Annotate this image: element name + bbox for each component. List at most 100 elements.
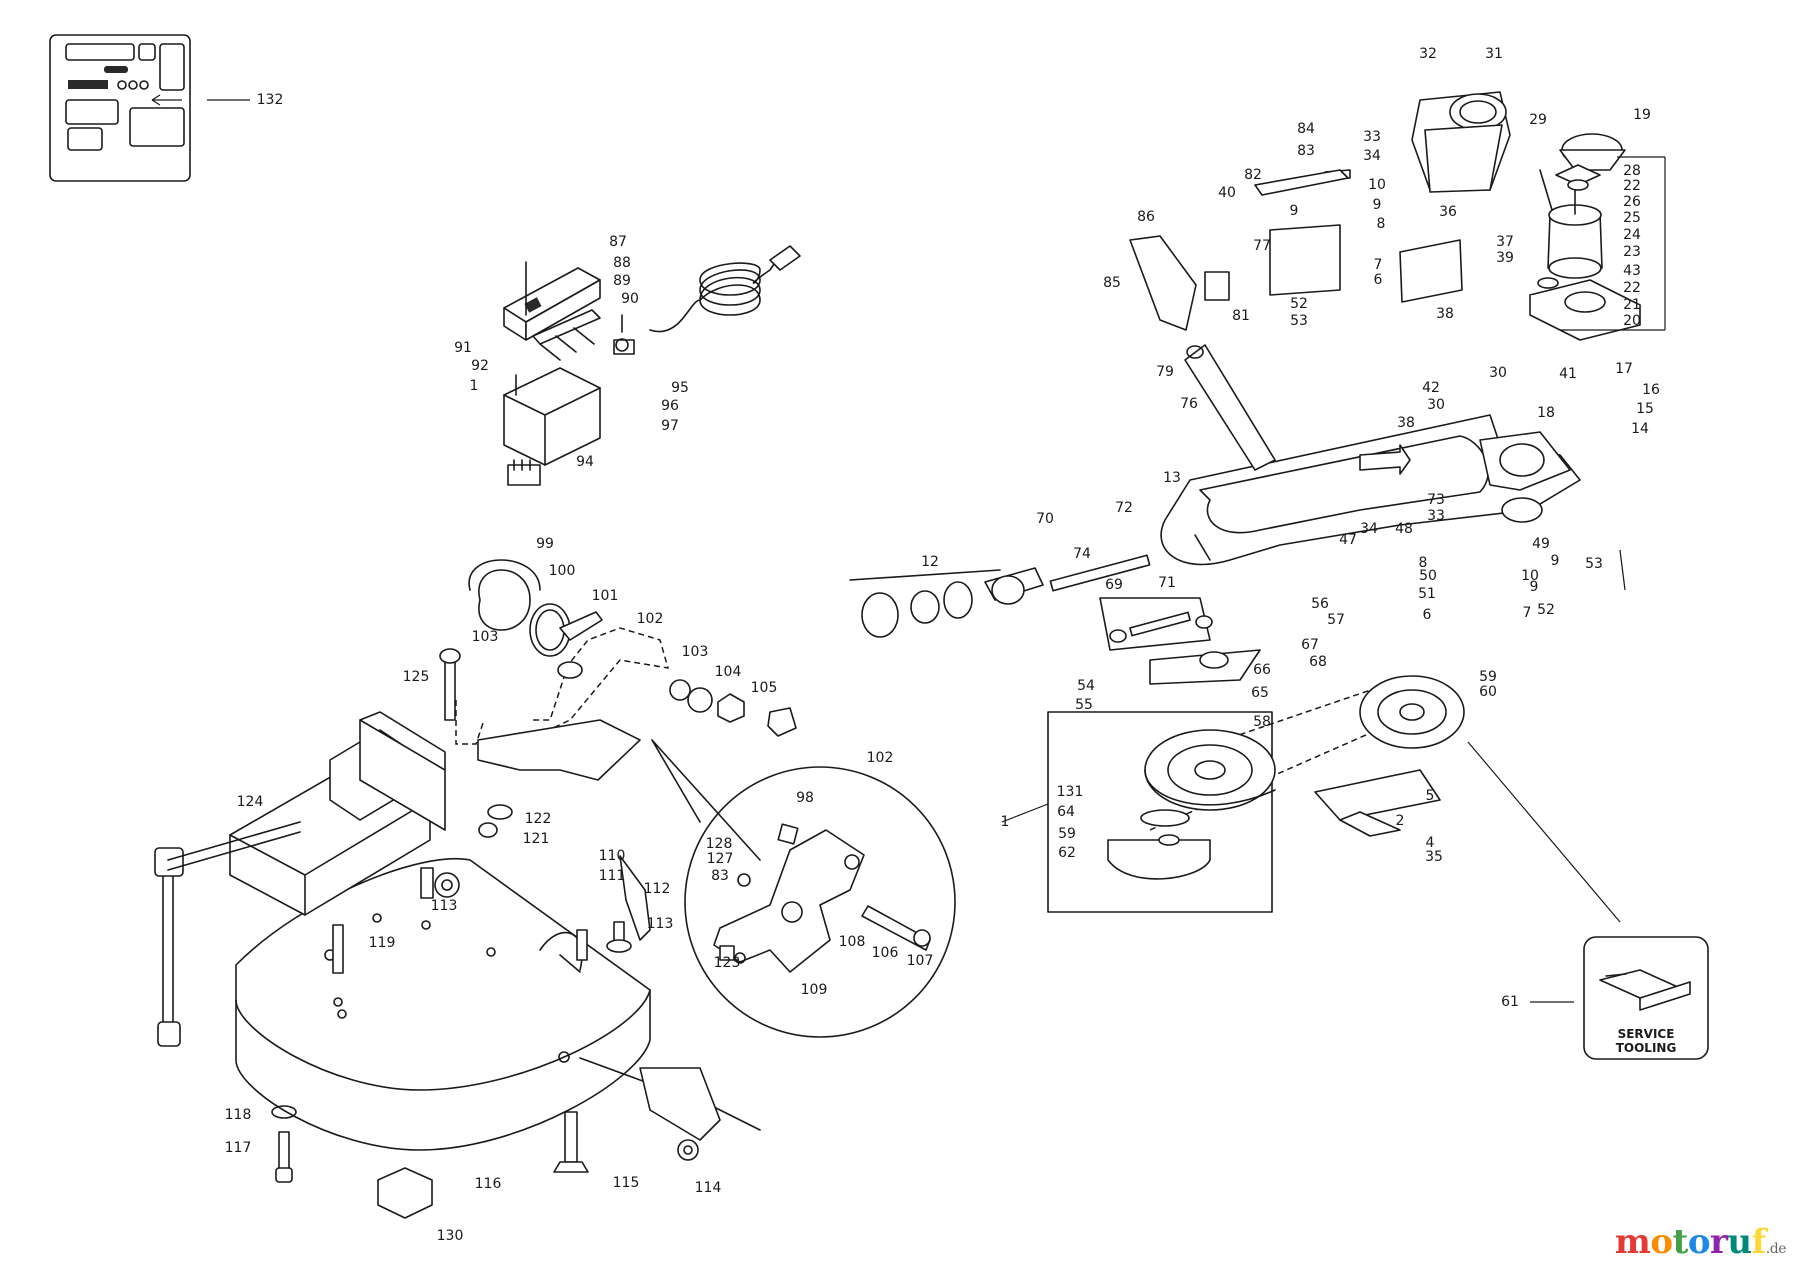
part-number-label: 113 [647,916,674,932]
part-number-label: 130 [437,1228,464,1244]
part-number-label: 99 [536,536,554,552]
part-number-label: 103 [682,644,709,660]
part-number-label: 47 [1339,532,1357,548]
part-number-label: 83 [711,868,729,884]
part-number-label: 9 [1551,553,1560,569]
part-number-label: 131 [1057,784,1084,800]
part-number-label: 14 [1631,421,1649,437]
part-number-label: 53 [1585,556,1603,572]
part-number-label: 22 [1623,280,1641,296]
part-number-label: 128 [706,836,733,852]
part-number-label: 29 [1529,112,1547,128]
switch-box-assembly [503,245,801,486]
part-number-label: 25 [1623,210,1641,226]
part-number-label: 21 [1623,297,1641,313]
part-number-label: 59 [1479,669,1497,685]
part-number-label: 115 [613,1175,640,1191]
part-number-label: 12 [921,554,939,570]
part-number-label: 32 [1419,46,1437,62]
leader-lines [207,99,1666,1003]
brand-letter: f [1751,1222,1767,1262]
part-number-label: 50 [1419,568,1437,584]
part-number-label: 116 [475,1176,502,1192]
part-number-label: 30 [1489,365,1507,381]
part-number-label: 35 [1425,849,1443,865]
part-number-label: 95 [671,380,689,396]
part-number-label: 65 [1251,685,1269,701]
part-number-label: 88 [613,255,631,271]
part-number-label: 125 [403,669,430,685]
part-number-label: 33 [1363,129,1381,145]
part-number-label: 96 [661,398,679,414]
label-sheet-panel [49,34,191,182]
part-number-label: 1 [1001,814,1010,830]
part-number-label: 69 [1105,577,1123,593]
part-number-label: 114 [695,1180,722,1196]
brand-suffix: .de [1765,1241,1787,1257]
part-number-label: 71 [1158,575,1176,591]
part-number-label: 86 [1137,209,1155,225]
pivot-arm-assembly [455,559,797,781]
part-number-label: 112 [644,881,671,897]
part-number-label: 52 [1537,602,1555,618]
part-number-label: 7 [1374,257,1383,273]
part-number-label: 54 [1077,678,1095,694]
part-number-label: 58 [1253,714,1271,730]
part-number-label: 24 [1623,227,1641,243]
part-number-label: 121 [523,831,550,847]
brand-letter: u [1727,1222,1752,1262]
brand-letter: m [1614,1222,1651,1262]
part-number-label: 102 [867,750,894,766]
part-number-label: 31 [1485,46,1503,62]
part-number-label: 66 [1253,662,1271,678]
part-number-label: 23 [1623,244,1641,260]
part-number-label: 18 [1537,405,1555,421]
part-number-label: 2 [1396,813,1405,829]
part-number-label: 82 [1244,167,1262,183]
part-number-label: 68 [1309,654,1327,670]
part-number-label: 101 [592,588,619,604]
service-tooling-box: SERVICE TOOLING [1583,936,1709,1060]
saw-frame-body [1129,169,1581,566]
brand-letter: t [1672,1222,1689,1262]
part-number-label: 37 [1496,234,1514,250]
part-number-label: 83 [1297,143,1315,159]
part-number-label: 13 [1163,470,1181,486]
part-number-label: 73 [1427,492,1445,508]
part-number-label: 9 [1290,203,1299,219]
part-number-label: 123 [714,955,741,971]
part-number-label: 10 [1368,177,1386,193]
part-number-label: 113 [431,898,458,914]
part-number-label: 97 [661,418,679,434]
brand-letter: o [1687,1222,1711,1262]
part-number-label: 110 [599,848,626,864]
part-number-label: 64 [1057,804,1075,820]
part-number-label: 98 [796,790,814,806]
part-number-label: 119 [369,935,396,951]
part-number-label: 20 [1623,313,1641,329]
part-number-label: 49 [1532,536,1550,552]
part-number-label: 91 [454,340,472,356]
wheel-cover-assembly [1047,675,1465,913]
part-number-label: 41 [1559,366,1577,382]
part-number-label: 4 [1426,835,1435,851]
part-number-label: 56 [1311,596,1329,612]
part-number-label: 38 [1436,306,1454,322]
part-number-label: 38 [1397,415,1415,431]
part-number-label: 5 [1426,788,1435,804]
pivot-arm-detail-circle [651,739,956,1038]
part-number-label: 77 [1253,238,1271,254]
part-number-label: 109 [801,982,828,998]
part-number-label: 84 [1297,121,1315,137]
part-number-label: 122 [525,811,552,827]
part-number-label: 57 [1327,612,1345,628]
part-number-label: 26 [1623,194,1641,210]
part-number-label: 40 [1218,185,1236,201]
part-number-label: 74 [1073,546,1091,562]
part-number-label: 34 [1360,521,1378,537]
part-number-label: 108 [839,934,866,950]
part-number-label: 36 [1439,204,1457,220]
part-number-label: 87 [609,234,627,250]
part-number-label: 106 [872,945,899,961]
part-number-label: 52 [1290,296,1308,312]
